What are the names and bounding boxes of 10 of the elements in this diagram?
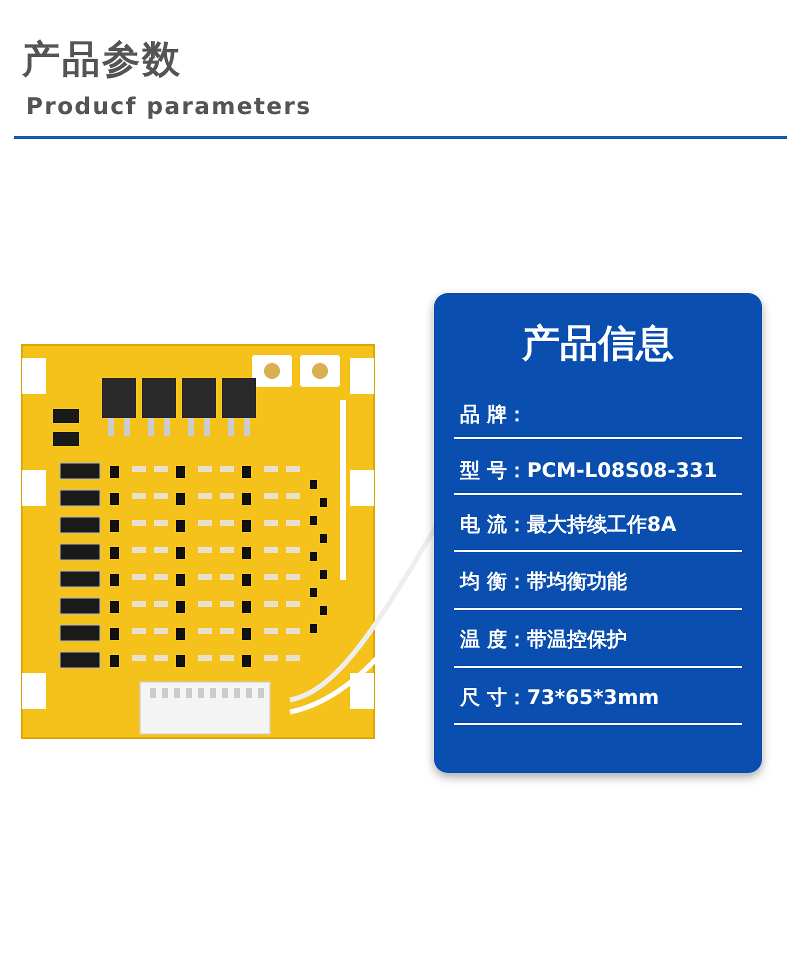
card-heading: 产品信息 — [521, 320, 675, 367]
spec-text: 型 号：PCM-L08S08-331 — [460, 457, 718, 484]
spec-text: 电 流：最大持续工作8A — [460, 511, 676, 538]
spec-text: 品 牌： — [460, 401, 527, 428]
spec-text: 温 度：带温控保护 — [460, 626, 627, 653]
page-title: 产品参数 — [22, 36, 182, 83]
spec-text: 尺 寸：73*65*3mm — [460, 684, 660, 711]
page-subtitle: Producf parameters — [26, 94, 312, 120]
info-card — [434, 293, 762, 773]
spec-text: 均 衡：带均衡功能 — [460, 568, 627, 595]
